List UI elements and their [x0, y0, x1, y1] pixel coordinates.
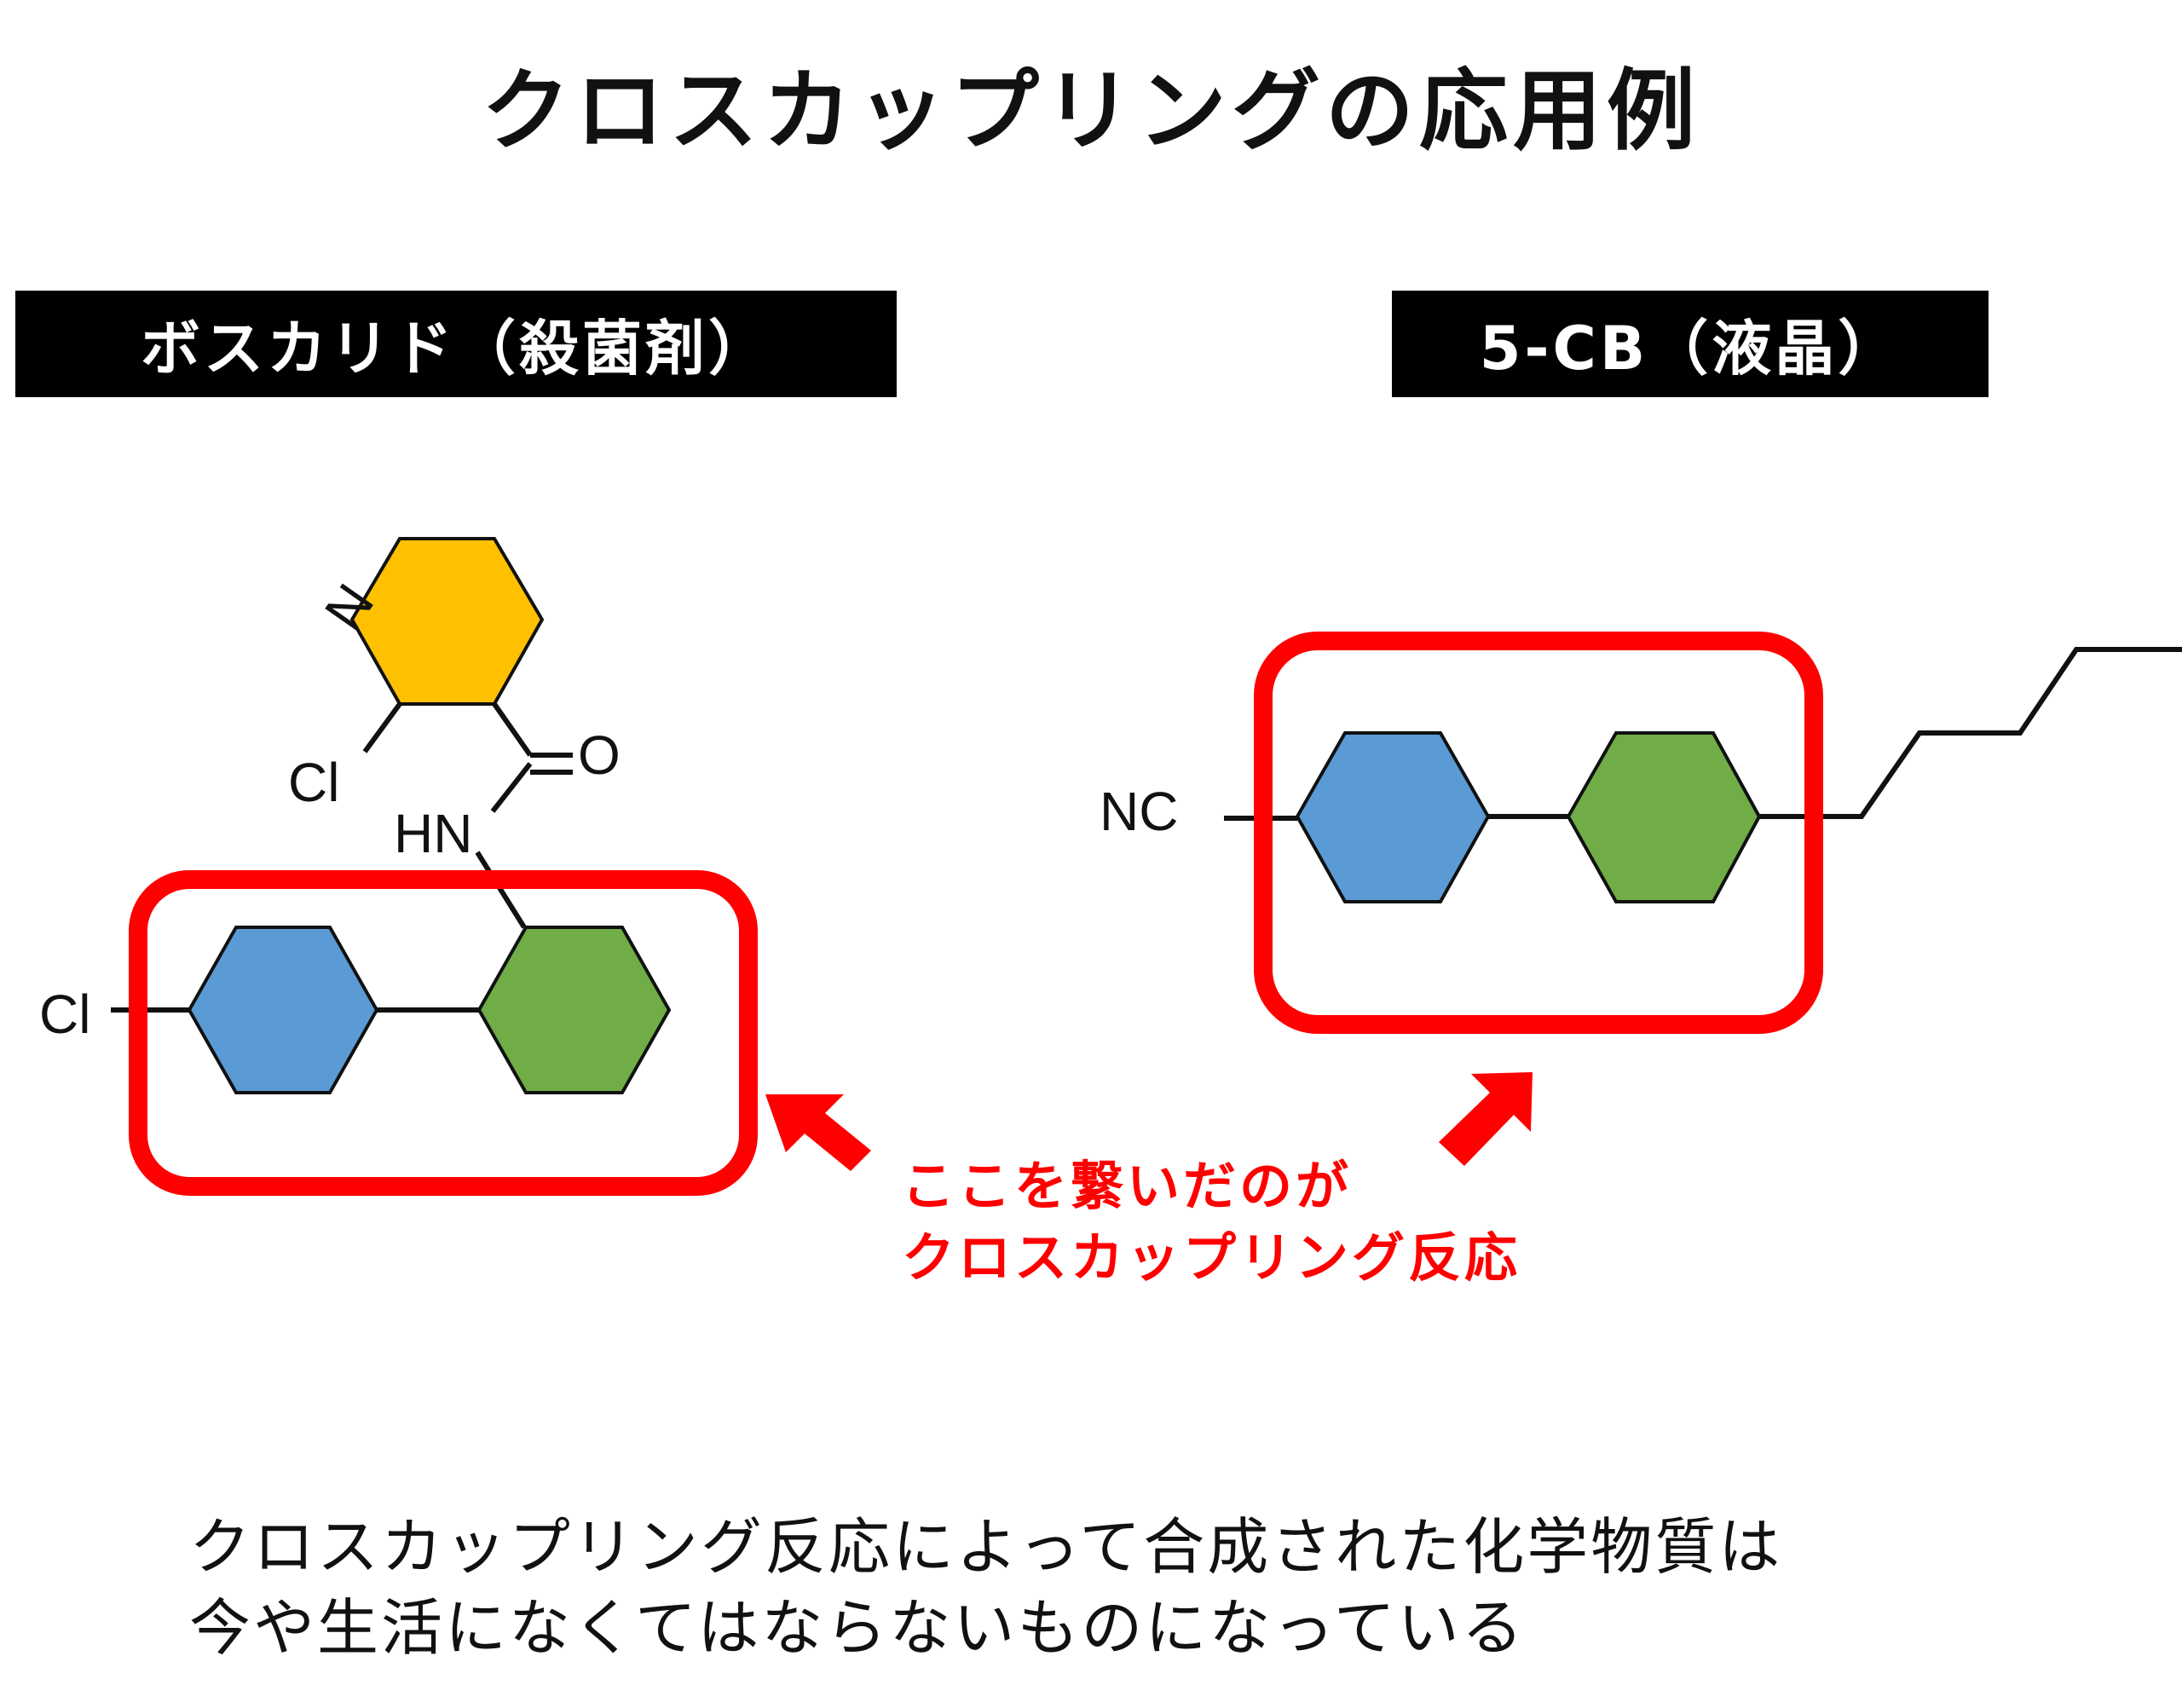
arrow-left-group — [765, 1094, 871, 1171]
5cb-green-ring — [1566, 731, 1762, 903]
5cb-blue-ring — [1295, 731, 1491, 903]
arrow-right — [1439, 1072, 1533, 1166]
bond-n-green-ring — [475, 851, 527, 929]
boscalid-highlight-box — [129, 870, 758, 1196]
atom-cl-top: Cl — [288, 752, 339, 813]
cross-coupling-annotation: ここを繋いだのが クロスカップリング反応 — [902, 1151, 1521, 1294]
boscalid-green-ring — [476, 926, 672, 1094]
pentyl-chain — [1759, 647, 2182, 819]
footer-line-1: クロスカップリング反応によって合成された化学物質は — [189, 1511, 1783, 1583]
atom-nc: NC — [1100, 781, 1178, 842]
arrow-left — [765, 1094, 871, 1171]
bond-carbonyl-n — [490, 762, 533, 813]
page-title: クロスカップリングの応用例 — [481, 59, 1700, 163]
bond-ring-cl — [362, 702, 402, 753]
boscalid-label: ボスカリド（殺菌剤） — [15, 291, 897, 397]
5cb-label-text: 5-CB（液晶） — [1479, 314, 1902, 384]
boscalid-label-text: ボスカリド（殺菌剤） — [141, 314, 771, 384]
footer-line-2: 今や生活になくてはならないものになっている — [189, 1592, 1526, 1664]
atom-cl-left: Cl — [39, 984, 90, 1045]
annotation-line-2: クロスカップリング反応 — [902, 1226, 1521, 1289]
boscalid-blue-ring — [187, 926, 379, 1094]
atom-o: O — [578, 724, 621, 786]
5cb-structure: NC — [1100, 632, 2182, 1034]
boscalid-structure: N Cl O HN Cl — [39, 537, 758, 1196]
arrow-right-group — [1439, 1072, 1533, 1166]
atom-hn: HN — [394, 803, 472, 864]
5cb-highlight-box — [1254, 632, 1823, 1034]
annotation-line-1: ここを繋いだのが — [902, 1155, 1353, 1217]
footer-text: クロスカップリング反応によって合成された化学物質は 今や生活になくてはならないも… — [189, 1507, 1782, 1669]
5cb-label: 5-CB（液晶） — [1392, 291, 1989, 397]
bond-ring-carbonyl — [492, 702, 533, 757]
pyridine-ring — [349, 537, 545, 706]
